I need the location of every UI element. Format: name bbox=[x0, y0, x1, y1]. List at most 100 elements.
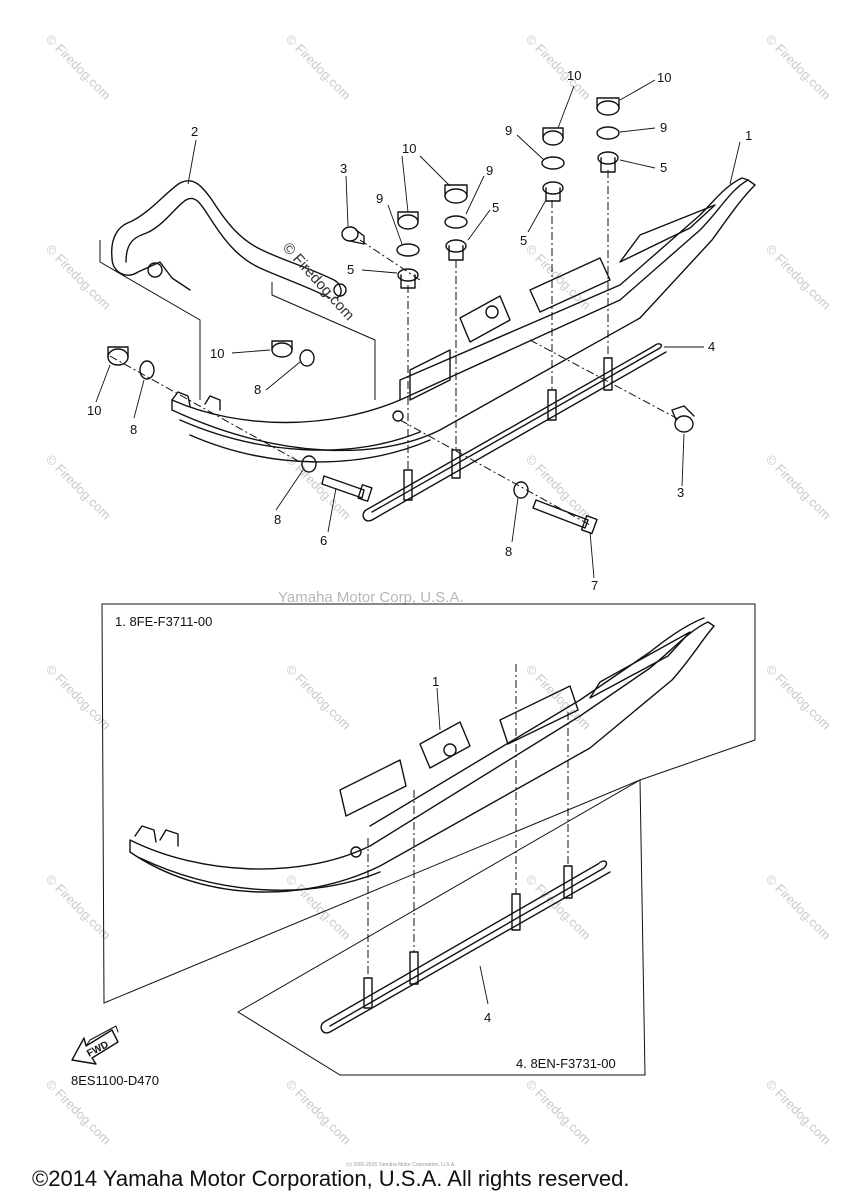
callout-8: 8 bbox=[130, 422, 137, 437]
steering-arm-mount-hole bbox=[147, 262, 163, 278]
leader-line bbox=[479, 965, 489, 1005]
watermark: © Firedog.com bbox=[523, 452, 594, 523]
nut-10 bbox=[542, 127, 564, 146]
inset-runner-bar-edge bbox=[329, 871, 611, 1033]
inset-ski-bolt-hole bbox=[350, 846, 362, 858]
diagram-code: 8ES1100-D470 bbox=[71, 1073, 159, 1088]
steering-arm-tube-lower-edge bbox=[125, 197, 331, 299]
callout-1: 1 bbox=[432, 674, 439, 689]
washer-9 bbox=[444, 215, 468, 229]
bushing-3 bbox=[671, 405, 695, 433]
collar-5 bbox=[597, 151, 619, 173]
leader-lines bbox=[95, 79, 741, 579]
ski-tail-tab bbox=[171, 391, 191, 407]
inset-ski-pocket bbox=[339, 759, 407, 817]
frame-outline-line bbox=[99, 240, 201, 400]
steering-arm-tube bbox=[111, 180, 342, 299]
ski-spindle-hole bbox=[485, 305, 499, 319]
ski-tip-slot bbox=[619, 204, 716, 263]
callout-9: 9 bbox=[660, 120, 667, 135]
watermark: © Firedog.com bbox=[283, 872, 354, 943]
callout-10: 10 bbox=[87, 403, 101, 418]
ski-inset-border bbox=[101, 603, 756, 1004]
watermark: © Firedog.com bbox=[763, 1077, 834, 1148]
runner-bar bbox=[362, 343, 662, 522]
watermark: © Firedog.com bbox=[763, 452, 834, 523]
callout-1: 1 bbox=[745, 128, 752, 143]
inset-ski-spindle-hole bbox=[443, 743, 457, 757]
frame-outline-line bbox=[271, 282, 376, 400]
assembly-centerline bbox=[529, 339, 681, 421]
nut-10 bbox=[397, 211, 419, 230]
nut-10 bbox=[444, 184, 468, 204]
ski-pocket bbox=[529, 257, 611, 313]
callout-9: 9 bbox=[376, 191, 383, 206]
nut-10 bbox=[596, 97, 620, 116]
footer-small-print: (c) 2000-2015 Yamaha Motor Corporation, … bbox=[346, 1162, 456, 1168]
runner-bar-edge bbox=[371, 351, 667, 521]
spacer-8 bbox=[301, 455, 317, 473]
inset-runner-stud bbox=[511, 893, 521, 931]
ski-body bbox=[171, 179, 756, 452]
ski-bottom-keel bbox=[179, 419, 421, 451]
callout-4: 4 bbox=[484, 1010, 491, 1025]
nut-10 bbox=[107, 346, 129, 366]
ski-bottom-keel bbox=[189, 434, 431, 463]
washer-9 bbox=[541, 156, 565, 170]
bushing-3 bbox=[341, 226, 365, 245]
runner-part-number: 4. 8EN-F3731-00 bbox=[516, 1056, 616, 1071]
watermark: © Firedog.com bbox=[523, 872, 594, 943]
callout-5: 5 bbox=[347, 262, 354, 277]
inset-runner-bar bbox=[320, 860, 608, 1034]
callout-6: 6 bbox=[320, 533, 327, 548]
callout-8: 8 bbox=[505, 544, 512, 559]
runner-inset-box: 4. 8EN-F3731-00 4 bbox=[237, 664, 646, 1076]
watermark: © Firedog.com bbox=[43, 32, 114, 103]
spacer-8 bbox=[139, 360, 155, 380]
ski-inset-box: 1. 8FE-F3711-00 1 bbox=[101, 603, 756, 1004]
callout-8: 8 bbox=[274, 512, 281, 527]
ski-tail-tab bbox=[204, 395, 221, 411]
collar-5 bbox=[542, 181, 564, 202]
callout-5: 5 bbox=[520, 233, 527, 248]
callout-10: 10 bbox=[402, 141, 416, 156]
watermark: © Firedog.com bbox=[43, 242, 114, 313]
watermark: © Firedog.com bbox=[283, 32, 354, 103]
ski-pocket bbox=[409, 349, 451, 401]
inset-ski-top-rim bbox=[369, 617, 705, 827]
ski-part-number: 1. 8FE-F3711-00 bbox=[115, 614, 212, 629]
spacer-8 bbox=[299, 349, 315, 367]
inset-runner-stud bbox=[409, 951, 419, 985]
spacer-8 bbox=[513, 481, 529, 499]
copyright-notice: ©2014 Yamaha Motor Corporation, U.S.A. A… bbox=[32, 1166, 629, 1191]
callout-7: 7 bbox=[591, 578, 598, 593]
runner-stud bbox=[547, 389, 557, 421]
callout-9: 9 bbox=[505, 123, 512, 138]
watermark: © Firedog.com bbox=[523, 32, 594, 103]
exploded-view: 2 1 3 3 4 5 5 5 5 6 7 8 8 8 8 9 9 9 9 10… bbox=[87, 68, 756, 593]
inset-ski-tip-slot bbox=[589, 631, 691, 699]
inset-ski-keel bbox=[139, 857, 381, 891]
callout-3: 3 bbox=[340, 161, 347, 176]
inset-ski-pocket bbox=[499, 685, 579, 745]
collar-5 bbox=[397, 268, 419, 289]
ski-bolt-hole bbox=[392, 410, 404, 422]
watermark: © Firedog.com bbox=[283, 1077, 354, 1148]
leader-line bbox=[436, 687, 441, 731]
callout-5: 5 bbox=[660, 160, 667, 175]
runner-stud bbox=[403, 469, 413, 501]
watermark: © Firedog.com bbox=[283, 662, 354, 733]
corp-watermark: Yamaha Motor Corp, U.S.A. bbox=[278, 589, 464, 606]
assembly-centerline bbox=[359, 239, 421, 281]
callout-3: 3 bbox=[677, 485, 684, 500]
callout-4: 4 bbox=[708, 339, 715, 354]
callout-8: 8 bbox=[254, 382, 261, 397]
runner-inset-border bbox=[237, 779, 646, 1076]
inset-runner-stud bbox=[563, 865, 573, 899]
bolt-7 bbox=[532, 499, 598, 535]
bolt-6 bbox=[321, 475, 373, 502]
callout-10: 10 bbox=[210, 346, 224, 361]
assembly-centerline bbox=[399, 419, 591, 526]
callout-5: 5 bbox=[492, 200, 499, 215]
